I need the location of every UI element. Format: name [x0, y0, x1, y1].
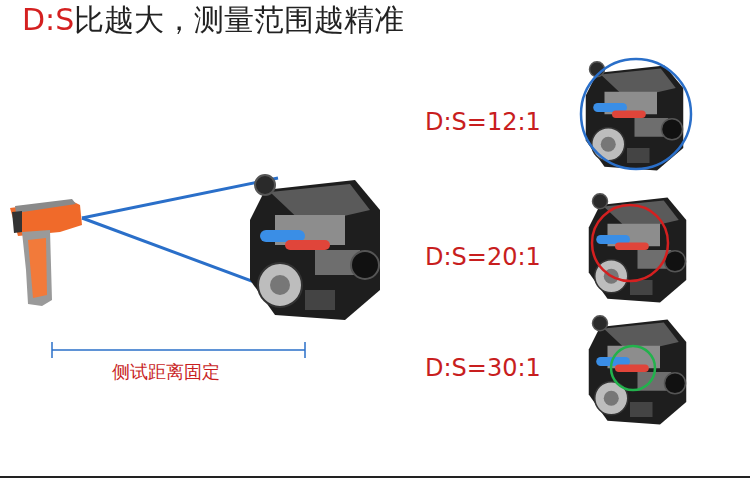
dimension-label: 侧试距离固定	[112, 361, 220, 383]
engine-picture	[589, 194, 687, 303]
spot-circle	[611, 346, 655, 390]
engine-picture	[589, 316, 687, 425]
engine-picture	[250, 175, 380, 320]
dimension-line	[52, 342, 305, 358]
ratio-label: D:S=12:1	[425, 108, 541, 137]
title: D:S比越大，测量范围越精准	[22, 2, 404, 38]
spot-circle	[581, 59, 691, 169]
ratio-label: D:S=20:1	[425, 243, 541, 272]
spot-circle	[592, 205, 668, 281]
thermometer-gun	[10, 199, 82, 306]
bottom-rule	[0, 476, 750, 478]
engine-picture	[586, 62, 684, 171]
ratio-label: D:S=30:1	[425, 354, 541, 383]
